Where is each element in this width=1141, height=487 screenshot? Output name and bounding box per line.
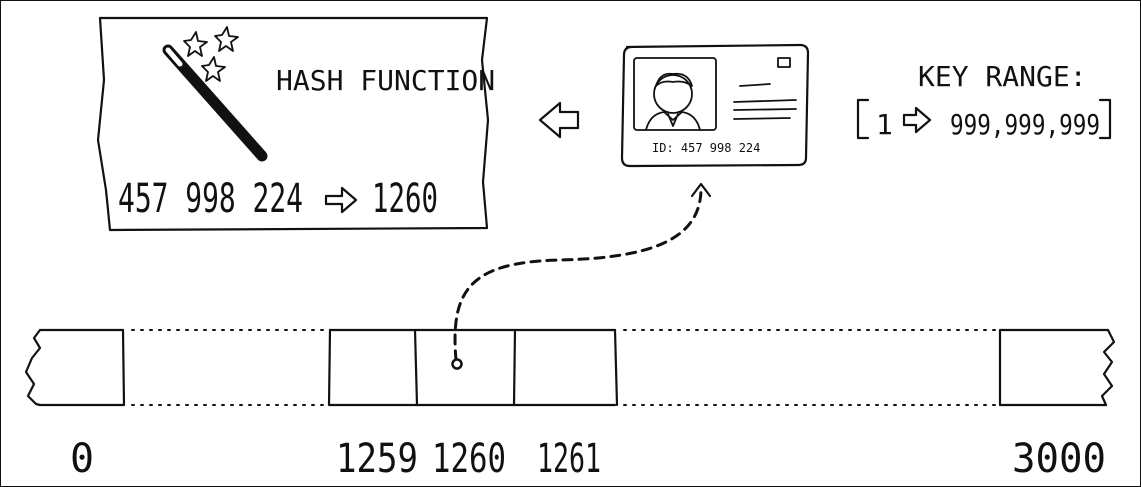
lookup-arrowhead-icon	[690, 182, 712, 198]
array-label-0: 0	[70, 436, 94, 482]
key-range-open-bracket	[856, 98, 870, 140]
array-cell-0	[38, 328, 126, 407]
magic-wand-icon	[162, 26, 268, 162]
key-range-arrow-icon	[902, 106, 932, 134]
array-cell-1261-right	[613, 328, 619, 407]
array-label-3000: 3000	[1012, 436, 1106, 482]
hash-arrow-icon	[324, 186, 358, 214]
key-range-label: KEY RANGE:	[918, 60, 1087, 93]
key-range-end: 999,999,999	[950, 108, 1100, 141]
hash-function-title: HASH FUNCTION	[276, 64, 495, 97]
array-cell-3000	[998, 328, 1110, 407]
id-line-1	[739, 83, 771, 87]
array-left-torn-edge	[24, 328, 42, 407]
id-line-2	[733, 99, 797, 103]
id-line-3	[733, 108, 797, 111]
array-cell-1261-left	[512, 328, 517, 407]
array-right-torn-edge	[1100, 328, 1116, 407]
array-cell-1260-left	[413, 328, 419, 407]
key-range-start: 1	[876, 108, 893, 141]
id-line-4	[733, 117, 791, 120]
person-id-card-icon	[645, 72, 701, 131]
id-photo-frame	[633, 57, 717, 131]
hash-function-card: HASH FUNCTION 457 998 224 1260	[96, 16, 495, 232]
id-card-border	[620, 43, 810, 168]
id-card-number: ID: 457 998 224	[652, 141, 760, 155]
array-label-1259: 1259	[336, 436, 418, 482]
array-slot-1260-marker	[451, 358, 463, 370]
hash-example-input: 457 998 224	[118, 176, 303, 222]
hash-card-border	[96, 16, 490, 232]
array-label-1260: 1260	[432, 436, 506, 482]
id-card: ID: 457 998 224	[620, 43, 810, 168]
array-middle-edges	[328, 328, 617, 407]
lookup-path	[453, 188, 703, 362]
bucket-array	[24, 328, 1116, 407]
key-range-values: 1 999,999,999	[856, 98, 1112, 141]
key-range-close-bracket	[1098, 98, 1112, 140]
array-label-1261: 1261	[537, 436, 601, 482]
id-card-chip	[777, 57, 791, 68]
array-cell-1259-left	[327, 328, 332, 407]
hash-example-output: 1260	[372, 176, 438, 222]
left-arrow-icon	[538, 101, 580, 139]
